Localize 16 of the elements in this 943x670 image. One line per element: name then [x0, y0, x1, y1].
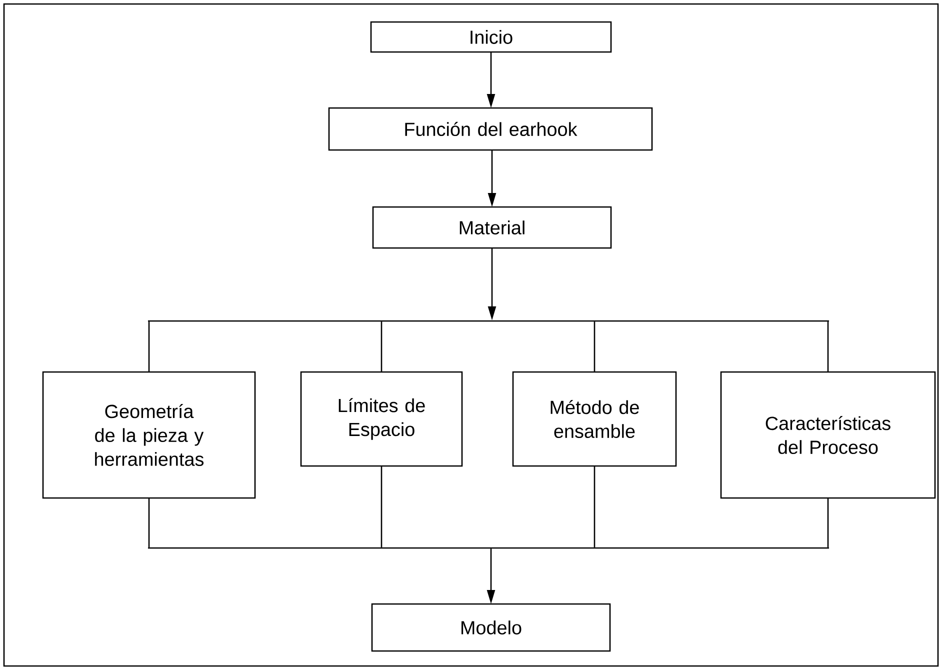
process-box: Método de ensamble — [512, 371, 677, 467]
process-box: Modelo — [371, 603, 611, 652]
process-box: Geometría de la pieza y herramientas — [42, 371, 256, 499]
connector-line — [380, 322, 382, 372]
connector-line — [148, 322, 150, 372]
process-box: Inicio — [370, 21, 612, 53]
connector-line — [594, 322, 596, 372]
connector-line — [594, 466, 596, 548]
process-box: Función del earhook — [328, 107, 653, 151]
process-box: Límites de Espacio — [300, 371, 463, 467]
connector-line — [148, 498, 150, 548]
process-box: Material — [372, 206, 612, 249]
process-box: Características del Proceso — [720, 371, 936, 499]
connector-line — [827, 498, 829, 548]
connector-line — [380, 466, 382, 548]
connector-line — [827, 322, 829, 372]
